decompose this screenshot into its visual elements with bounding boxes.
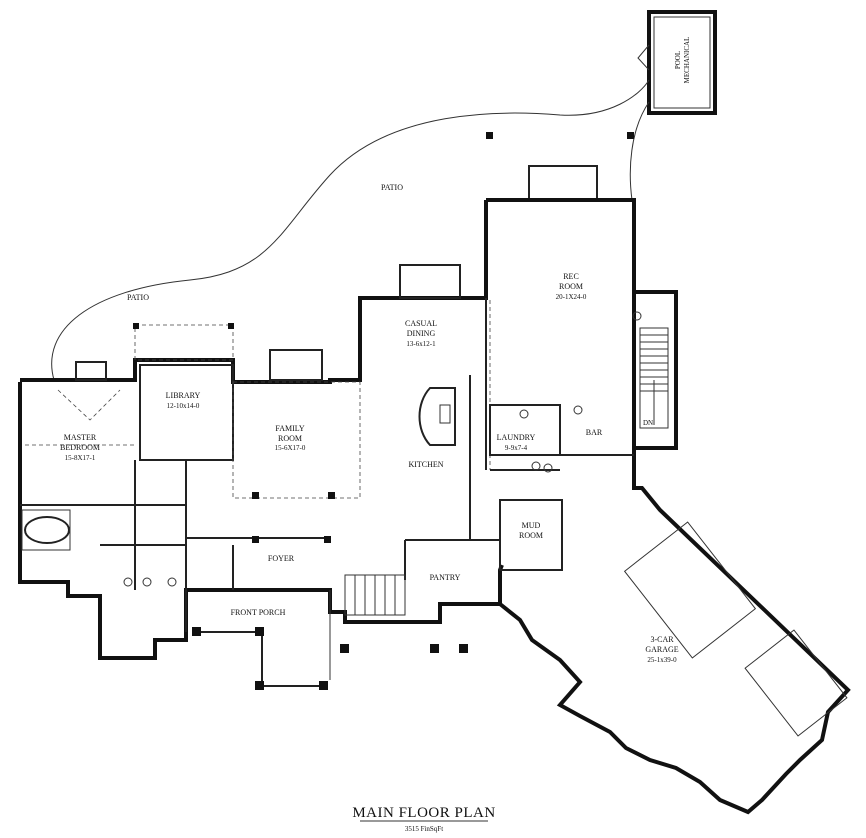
- patio-post: [486, 132, 493, 139]
- plan-title: MAIN FLOOR PLAN: [352, 805, 495, 821]
- stair-wing-walls: [634, 290, 678, 450]
- bar-label: BAR: [586, 428, 603, 437]
- garage-name2: GARAGE: [645, 645, 678, 654]
- library-patio: [134, 324, 234, 361]
- master-name1: MASTER: [64, 433, 97, 442]
- plan-area: 3515 FinSqFt: [405, 825, 443, 833]
- foyer-label: FOYER: [268, 554, 295, 563]
- garage-name1: 3-CAR: [650, 635, 674, 644]
- dining-name1: CASUAL: [405, 319, 437, 328]
- rec-room-name1: REC: [563, 272, 579, 281]
- garage-walls: [498, 460, 851, 815]
- family-name1: FAMILY: [275, 424, 304, 433]
- master-dim: 15-8X17-1: [65, 454, 96, 462]
- mud-room-name1: MUD: [522, 521, 541, 530]
- library-name: LIBRARY: [166, 391, 201, 400]
- family-dim: 15-6X17-0: [275, 444, 306, 452]
- pantry-label: PANTRY: [430, 573, 461, 582]
- svg-text:MECHANICAL: MECHANICAL: [683, 37, 691, 84]
- pool-mechanical-label: POOL MECHANICAL: [674, 37, 691, 84]
- stairs: [639, 327, 669, 429]
- rec-room-name2: ROOM: [559, 282, 583, 291]
- rec-room-bay: [528, 165, 598, 201]
- master-tray-ceiling: [57, 389, 121, 421]
- exterior-walls: [18, 198, 636, 660]
- garage-dim: 25-1x39-0: [647, 656, 677, 664]
- foyer-stairs: [344, 574, 406, 616]
- interior-walls: [20, 298, 634, 590]
- svg-text:POOL: POOL: [674, 51, 682, 69]
- master-bay: [75, 361, 107, 381]
- pool-mechanical-building: [637, 10, 717, 115]
- dining-bay: [399, 264, 461, 299]
- laundry-dim: 9-9x7-4: [505, 444, 528, 452]
- laundry-name: LAUNDRY: [497, 433, 536, 442]
- patio-left-label: PATIO: [127, 293, 149, 302]
- dining-dim: 13-6x12-1: [406, 340, 436, 348]
- dining-name2: DINING: [407, 329, 436, 338]
- family-fireplace: [269, 349, 323, 381]
- front-porch: [185, 590, 468, 690]
- family-room-ceiling-line: [232, 381, 361, 499]
- bathtub: [24, 516, 70, 544]
- rec-room-dim: 20-1X24-0: [556, 293, 587, 301]
- front-porch-label: FRONT PORCH: [231, 608, 286, 617]
- patio-post: [627, 132, 634, 139]
- stair-direction-label: DN: [643, 419, 653, 427]
- mud-room-name2: ROOM: [519, 531, 543, 540]
- patio-outline: [51, 79, 650, 381]
- family-name2: ROOM: [278, 434, 302, 443]
- master-name2: BEDROOM: [60, 443, 100, 452]
- kitchen-island: [418, 387, 456, 446]
- garage-door-1: [623, 521, 757, 659]
- garage-door-2: [744, 629, 848, 737]
- patio-upper-label: PATIO: [381, 183, 403, 192]
- library-dim: 12-10x14-0: [167, 402, 200, 410]
- kitchen-label: KITCHEN: [408, 460, 443, 469]
